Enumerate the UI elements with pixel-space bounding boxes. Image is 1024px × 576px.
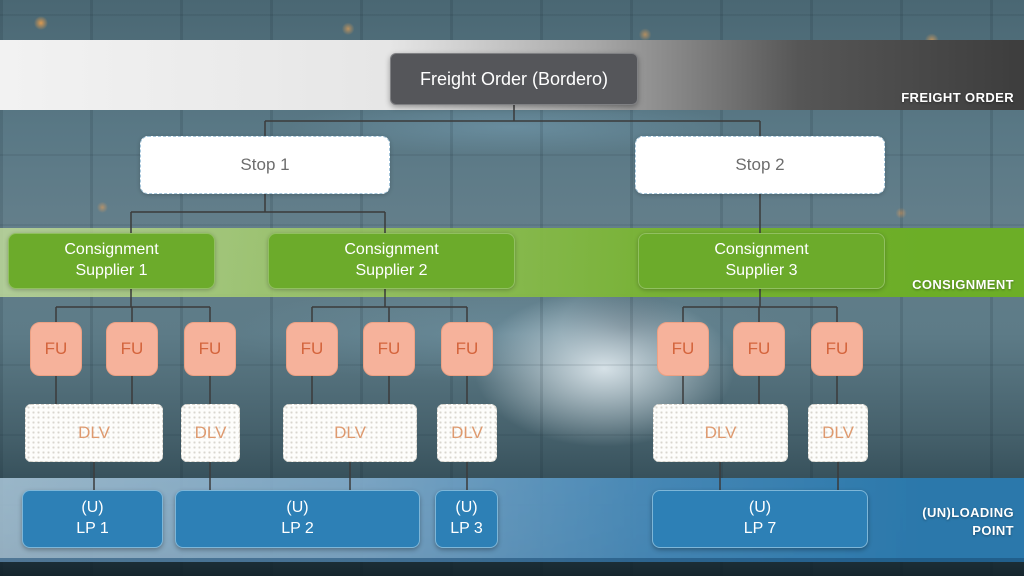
lp-3-line2: LP 3 bbox=[450, 520, 483, 537]
dlv-label-3: DLV bbox=[334, 423, 366, 442]
dlv-label-6: DLV bbox=[822, 423, 854, 442]
loading-point-band-label: (UN)LOADING POINT bbox=[922, 504, 1014, 539]
fu-label-1: FU bbox=[44, 339, 68, 358]
dlv-label-2: DLV bbox=[194, 423, 227, 442]
fu-box-4: FU bbox=[286, 322, 338, 376]
lp-7-line2: LP 7 bbox=[743, 520, 777, 537]
dlv-box-2: DLV bbox=[181, 404, 240, 462]
consignment-band-label: CONSIGNMENT bbox=[912, 277, 1014, 292]
stop-1-label: Stop 1 bbox=[240, 155, 290, 174]
fu-box-5: FU bbox=[363, 322, 415, 376]
fu-label-5: FU bbox=[377, 339, 401, 358]
consignment-1-line2: Supplier 1 bbox=[75, 262, 148, 279]
consignment-supplier-2-box: Consignment Supplier 2 bbox=[268, 233, 515, 289]
dlv-box-3: DLV bbox=[283, 404, 417, 462]
fu-label-9: FU bbox=[825, 339, 849, 358]
consignment-1-line1: Consignment bbox=[64, 241, 159, 259]
fu-box-1: FU bbox=[30, 322, 82, 376]
fu-label-2: FU bbox=[120, 339, 144, 358]
dlv-box-4: DLV bbox=[437, 404, 497, 462]
connector-stops-to-consignments bbox=[130, 194, 761, 235]
fu-label-4: FU bbox=[300, 339, 324, 358]
fu-box-3: FU bbox=[184, 322, 236, 376]
fu-box-8: FU bbox=[733, 322, 785, 376]
connector-freight-to-stops bbox=[264, 105, 761, 138]
fu-box-6: FU bbox=[441, 322, 493, 376]
dlv-box-1: DLV bbox=[25, 404, 163, 462]
dlv-label-1: DLV bbox=[78, 423, 110, 442]
loading-point-1-box: (U) LP 1 bbox=[22, 490, 163, 548]
consignment-supplier-3-box: Consignment Supplier 3 bbox=[638, 233, 885, 289]
dlv-label-5: DLV bbox=[704, 423, 737, 442]
lp-2-line2: LP 2 bbox=[281, 520, 314, 537]
consignment-2-line2: Supplier 2 bbox=[355, 262, 428, 279]
stop-1-box: Stop 1 bbox=[140, 136, 390, 194]
lp-1-line2: LP 1 bbox=[76, 520, 109, 537]
fu-box-7: FU bbox=[657, 322, 709, 376]
fu-box-9: FU bbox=[811, 322, 863, 376]
consignment-3-line1: Consignment bbox=[714, 241, 809, 259]
dlv-box-5: DLV bbox=[653, 404, 788, 462]
dlv-label-4: DLV bbox=[451, 423, 483, 442]
fu-label-8: FU bbox=[747, 339, 771, 358]
fu-label-3: FU bbox=[198, 339, 222, 358]
lp-2-line1: (U) bbox=[286, 499, 309, 517]
dlv-box-6: DLV bbox=[808, 404, 868, 462]
lp-7-line1: (U) bbox=[748, 499, 772, 517]
stop-2-box: Stop 2 bbox=[635, 136, 885, 194]
loading-point-2-box: (U) LP 2 bbox=[175, 490, 420, 548]
lp-1-line1: (U) bbox=[81, 499, 104, 517]
stop-2-label: Stop 2 bbox=[735, 155, 785, 174]
loading-point-7-box: (U) LP 7 bbox=[652, 490, 868, 548]
loading-point-band-label-line2: POINT bbox=[972, 522, 1014, 538]
fu-box-2: FU bbox=[106, 322, 158, 376]
freight-order-band-label: FREIGHT ORDER bbox=[901, 90, 1014, 105]
freight-order-box: Freight Order (Bordero) bbox=[390, 53, 638, 105]
lp-3-line1: (U) bbox=[455, 499, 478, 517]
fu-label-7: FU bbox=[671, 339, 695, 358]
loading-point-band-label-line1: (UN)LOADING bbox=[922, 505, 1014, 520]
connector-consignments-to-fus bbox=[55, 289, 838, 324]
consignment-supplier-1-box: Consignment Supplier 1 bbox=[8, 233, 215, 289]
connector-fus-to-dlvs bbox=[55, 376, 838, 406]
connector-dlvs-to-lps bbox=[93, 462, 839, 492]
loading-point-3-box: (U) LP 3 bbox=[435, 490, 498, 548]
consignment-2-line1: Consignment bbox=[344, 241, 439, 259]
consignment-3-line2: Supplier 3 bbox=[725, 262, 798, 279]
fu-label-6: FU bbox=[455, 339, 479, 358]
freight-order-label: Freight Order (Bordero) bbox=[419, 68, 609, 89]
